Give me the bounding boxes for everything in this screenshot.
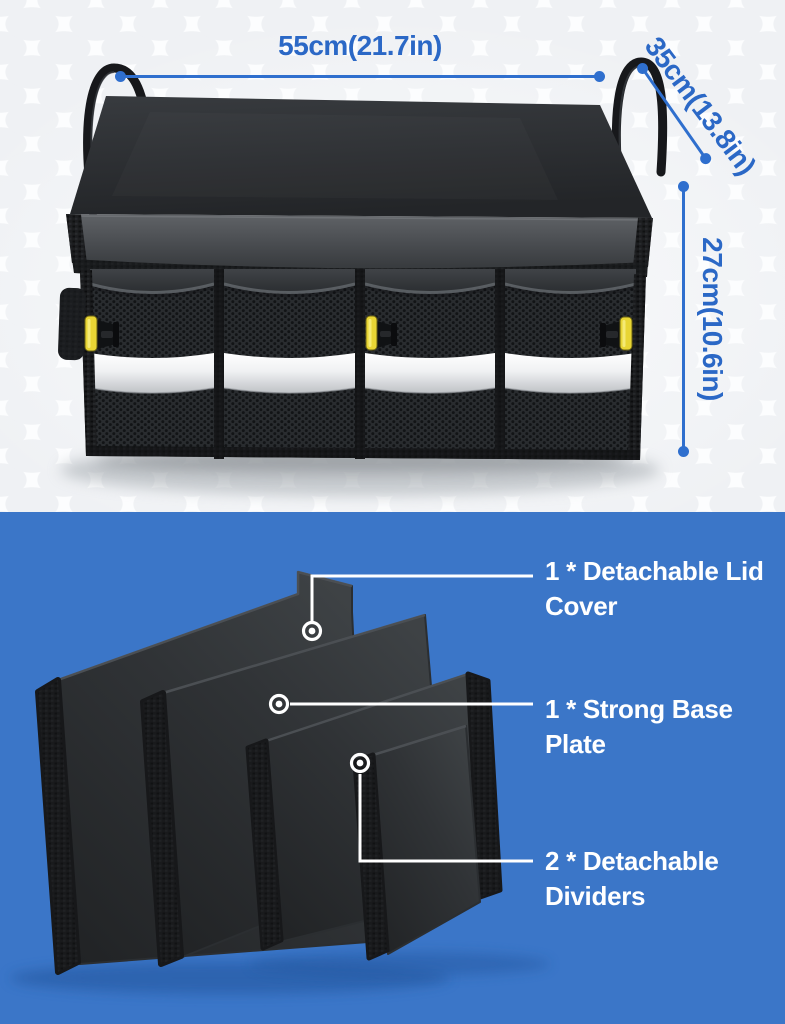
component-label-line: 1 * Detachable Lid	[545, 556, 764, 586]
callout-markers	[268, 620, 371, 774]
buckle-3	[600, 316, 633, 351]
component-label-base-plate: 1 * Strong Base Plate	[545, 692, 733, 762]
callout-line-dividers	[358, 774, 533, 863]
buckle-2	[365, 315, 397, 351]
component-label-line: 2 * Detachable	[545, 846, 719, 876]
component-label-line: Dividers	[545, 881, 646, 911]
trunk-organizer-photo	[58, 57, 668, 496]
front-pocket-3	[364, 269, 496, 453]
reflective-strip-1	[90, 353, 214, 393]
height-dimension-label: 27cm(10.6in)	[697, 237, 728, 401]
callout-lines	[290, 574, 533, 863]
reflective-strip-2	[224, 353, 355, 393]
reflective-strip-4	[505, 353, 636, 393]
side-flap	[58, 287, 86, 361]
callout-marker-base-plate	[268, 693, 290, 715]
callout-marker-dividers	[349, 752, 371, 774]
front-pocket-1	[89, 269, 215, 452]
front-pocket-2	[223, 269, 356, 452]
organizer-body	[80, 269, 646, 460]
component-label-lid-cover: 1 * Detachable Lid Cover	[545, 554, 764, 624]
height-dimension-line	[682, 186, 685, 452]
component-label-line: 1 * Strong Base	[545, 694, 733, 724]
callout-line-lid-cover	[310, 574, 533, 622]
components-exploded-view	[10, 570, 550, 994]
buckle-1	[84, 315, 119, 352]
width-dimension-label: 55cm(21.7in)	[278, 30, 442, 61]
components-scene: 1 * Detachable Lid Cover 1 * Strong Base…	[0, 512, 785, 1024]
component-divider-2	[352, 724, 481, 961]
dimensions-scene: 55cm(21.7in) 35cm(13.8in) 27cm(10.6in)	[0, 0, 785, 512]
component-label-dividers: 2 * Detachable Dividers	[545, 844, 719, 914]
width-dimension-line	[115, 71, 605, 82]
lid-top	[70, 96, 652, 218]
front-pocket-4	[504, 269, 637, 455]
component-label-line: Cover	[545, 591, 618, 621]
callout-marker-lid-cover	[301, 620, 323, 642]
component-label-line: Plate	[545, 729, 606, 759]
reflective-strip-3	[365, 353, 495, 393]
